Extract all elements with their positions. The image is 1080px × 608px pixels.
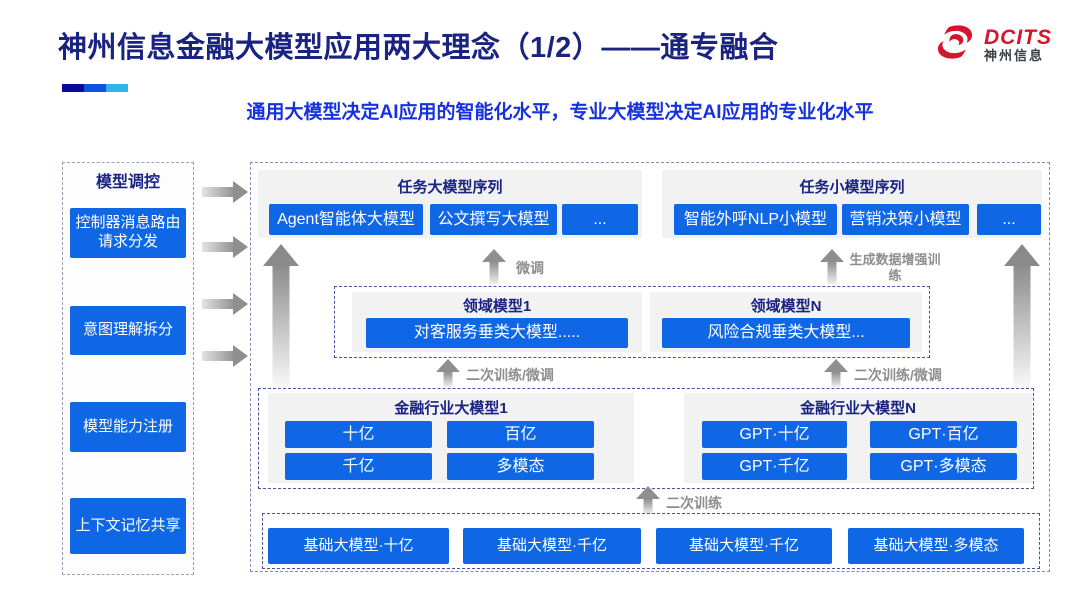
node-gpt-ten-billion: GPT·百亿 [870,421,1017,448]
node-marketing-decision-model: 营销决策小模型 [842,204,969,235]
logo-brand-cn-text: 神州信息 [984,47,1045,63]
node-base-model-multimodal: 基础大模型·多模态 [848,528,1024,564]
node-multimodal: 多模态 [447,453,594,480]
task-small-model-title: 任务小模型序列 [799,179,905,196]
logo-brand-text: DCITS [984,25,1052,49]
base-models-box [262,513,1040,569]
node-customer-service-model: 对客服务垂类大模型..... [366,318,628,348]
architecture-container [250,162,1050,572]
up-arrow-icon [636,486,660,514]
task-large-model-title: 任务大模型序列 [397,179,503,196]
domain-model-n-title: 领域模型N [750,298,822,315]
right-arrow-icon [202,293,248,315]
label-fine-tune: 微调 [516,260,544,276]
node-ten-billion: 百亿 [447,421,594,448]
up-arrow-icon [482,249,506,284]
right-arrow-icon [202,236,248,258]
node-outbound-nlp-model: 智能外呼NLP小模型 [674,204,837,235]
node-gpt-hundred-billion: GPT·千亿 [702,453,847,480]
up-arrow-icon [820,249,844,284]
right-arrow-icon [202,181,248,203]
industry-model-n-title: 金融行业大模型N [800,400,916,417]
sidebar-item-intent-split: 意图理解拆分 [70,306,186,355]
accent-segment [106,84,128,92]
node-gpt-billion: GPT·十亿 [702,421,847,448]
sidebar-title: 模型调控 [95,174,160,191]
sidebar-item-context-share: 上下文记忆共享 [70,498,186,554]
up-arrow-icon [436,359,460,387]
node-hundred-billion: 千亿 [285,453,432,480]
label-retrain-right: 二次训练/微调 [854,367,942,383]
node-risk-compliance-model: 风险合规垂类大模型... [662,318,910,348]
node-billion: 十亿 [285,421,432,448]
up-arrow-icon [824,359,848,387]
label-retrain-bottom: 二次训练 [666,495,722,511]
title-accent-bar [62,84,128,92]
dcits-swirl-icon [932,20,978,69]
slide-subtitle: 通用大模型决定AI应用的智能化水平，专业大模型决定AI应用的专业化水平 [246,102,874,123]
node-base-model-hundred-billion-2: 基础大模型·千亿 [656,528,832,564]
accent-segment [62,84,84,92]
domain-models-box [334,286,930,358]
node-document-writing-model: 公文撰写大模型 [430,204,557,235]
industry-model-1-title: 金融行业大模型1 [394,400,508,417]
sidebar-item-capability-register: 模型能力注册 [70,402,186,452]
label-retrain-left: 二次训练/微调 [466,367,554,383]
right-arrow-icon [202,345,248,367]
accent-segment [84,84,106,92]
label-gen-data-train: 生成数据增强训练 [849,252,941,284]
up-arrow-icon [263,244,299,389]
node-agent-large-model: Agent智能体大模型 [269,204,423,235]
up-arrow-icon [1004,244,1040,389]
node-gpt-multimodal: GPT·多模态 [870,453,1017,480]
node-base-model-billion: 基础大模型·十亿 [268,528,449,564]
node-task-small-more: ... [977,204,1041,235]
sidebar-item-router-dispatch: 控制器消息路由请求分发 [70,208,186,258]
company-logo: DCITS 神州信息 [932,20,1052,69]
page-title: 神州信息金融大模型应用两大理念（1/2）——通专融合 [58,32,779,64]
domain-model-1-title: 领域模型1 [462,298,532,315]
node-base-model-hundred-billion-1: 基础大模型·千亿 [463,528,641,564]
node-task-large-more: ... [562,204,638,235]
